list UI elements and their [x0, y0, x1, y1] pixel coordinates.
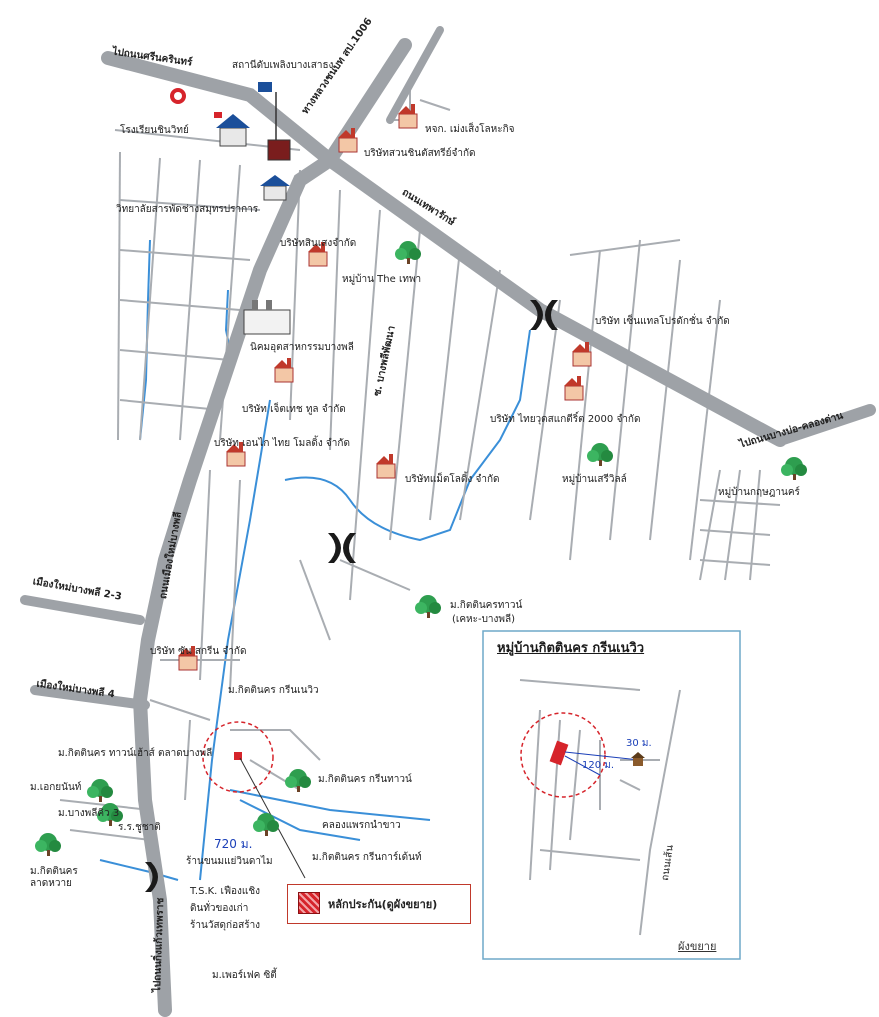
label-co-sinsem: บริษัทสินเสงจำกัด: [280, 238, 357, 249]
tree-village-icon: [97, 803, 123, 826]
tree-village-icon: [587, 443, 613, 466]
tree-village-icon: [35, 833, 61, 856]
inset-title: หมู่บ้านกิตตินคร กรีนเนวิว: [497, 641, 645, 656]
label-canal: คลองแพรกนำขาว: [322, 820, 401, 831]
tree-village-icon: [285, 769, 311, 792]
label-chuchat-school: ร.ร.ชูชาติ: [118, 822, 161, 833]
label-village-kritsada: หมู่บ้านกฤษฎานคร์: [718, 487, 800, 498]
inset-label-120: 120 ม.: [582, 760, 615, 771]
villages: [35, 241, 807, 856]
label-hjk-meng: หจก. เม่งเส็งโลหะกิจ: [425, 124, 515, 135]
tree-village-icon: [781, 457, 807, 480]
legend-box: หลักประกัน(ดูผังขยาย): [287, 884, 471, 924]
inset-map: [482, 630, 741, 960]
factory-icon: [308, 242, 328, 267]
tree-village-icon: [395, 241, 421, 264]
factory-icon: [564, 376, 584, 401]
label-co-sun-sakorn: บริษัท ซัน สกรีน จำกัด: [150, 646, 247, 657]
school-icon: [260, 175, 290, 201]
label-gas-station: ร้านขนมแย่วินดาไม: [186, 856, 273, 867]
label-store-2: ร้านวัสดุก่อสร้าง: [190, 920, 261, 931]
fire-station-icon: [258, 82, 291, 161]
interchange-icon: [530, 300, 558, 330]
red-school-marker-icon: [170, 88, 186, 104]
factory-icon: [398, 104, 418, 129]
factory-icon: [376, 454, 396, 479]
label-baan-joy: ม.เพอร์เฟค ซิตี้: [212, 970, 277, 981]
tree-village-icon: [87, 779, 113, 802]
label-kittinakorn-lat: ม.กิตตินคร ลาดหวาย: [30, 866, 78, 889]
tree-village-icon: [415, 595, 441, 618]
label-store-1: ดินทั่วของเก่า: [190, 903, 249, 914]
label-dist-720: 720 ม.: [214, 837, 253, 851]
inset-label-30: 30 ม.: [626, 738, 652, 749]
radius-circle: [202, 721, 274, 793]
tree-village-icon: [253, 813, 279, 836]
label-ekkayanan: ม.เอกยนันท์: [30, 782, 82, 793]
factory-icon: [178, 646, 198, 671]
label-kittinakorn-market: ม.กิตตินคร ทาวน์เฮ้าส์ ตลาดบางพลี: [58, 748, 213, 759]
label-co-jet: บริษัท เจ็ตเทช ทูล จำกัด: [242, 404, 346, 415]
minor-streets: [59, 90, 781, 841]
label-village-sereewit: หมู่บ้านเสรีวิลล์: [562, 474, 627, 485]
label-moo-baan-3: ม.บางพลีคิว 3: [58, 808, 120, 819]
label-co-central: บริษัท เซ็นแทลโปรดักชั่น จำกัด: [595, 316, 730, 327]
label-school-chinwitthaya: โรงเรียนชินวิทย์: [120, 125, 189, 136]
school-icon: [214, 112, 250, 147]
label-co-metal: บริษัทแม็ตโลดิ้ง จำกัด: [405, 474, 500, 485]
factory-icon: [274, 358, 294, 383]
inset-footer-label: ผังขยาย: [678, 940, 717, 953]
major-roads: [20, 26, 876, 1017]
label-kittinakorn-greentown: ม.กิตตินคร กรีนทาวน์: [318, 774, 412, 785]
inset-house-icon: [631, 752, 645, 766]
property-marker: [234, 752, 242, 760]
label-industrial-estate: นิคมอุตสาหกรรมบางพลี: [250, 342, 354, 353]
factory-icon: [572, 342, 592, 367]
inset-radius-circle: [520, 712, 606, 798]
label-co-thai-steel: บริษัท ไทยวุดสแกตีริ์ต 2000 จำกัด: [490, 414, 641, 425]
factory-icon: [226, 442, 246, 467]
label-fire-station: สถานีดับเพลิงบางเสาธง: [232, 60, 334, 71]
label-kittinakorn-town: ม.กิตตินครทาวน์: [450, 600, 523, 611]
industrial-estate-icon: [243, 300, 291, 335]
label-kittinakorn-green-ville: ม.กิตตินคร กรีนเนวิว: [228, 685, 319, 696]
legend-label: หลักประกัน(ดูผังขยาย): [328, 898, 438, 911]
label-village-thepha: หมู่บ้าน The เทพา: [342, 274, 422, 285]
legend-swatch: [298, 892, 320, 914]
factory-icon: [338, 128, 358, 153]
factories: [178, 104, 592, 671]
label-kittinakorn-town-sub: (เคหะ-บางพลี): [452, 614, 516, 625]
interchange-icon: [145, 862, 158, 892]
label-college: วิทยาลัยสารพัดช่างสมุทรปราการ: [116, 204, 259, 215]
label-co-enk: บริษัท เอนไก ไทย โมลดิ้ง จำกัด: [214, 438, 350, 449]
label-co-suan-chin: บริษัทสวนชินตัสทรีย์จำกัด: [364, 148, 476, 159]
label-tsk: T.S.K. เฟืองแชิง: [190, 886, 261, 897]
inset-property-marker: [549, 740, 569, 766]
interchange-icon: [328, 533, 356, 563]
label-kittinakorn-garden: ม.กิตตินคร กรีนการ์เด้นท์: [312, 852, 422, 863]
